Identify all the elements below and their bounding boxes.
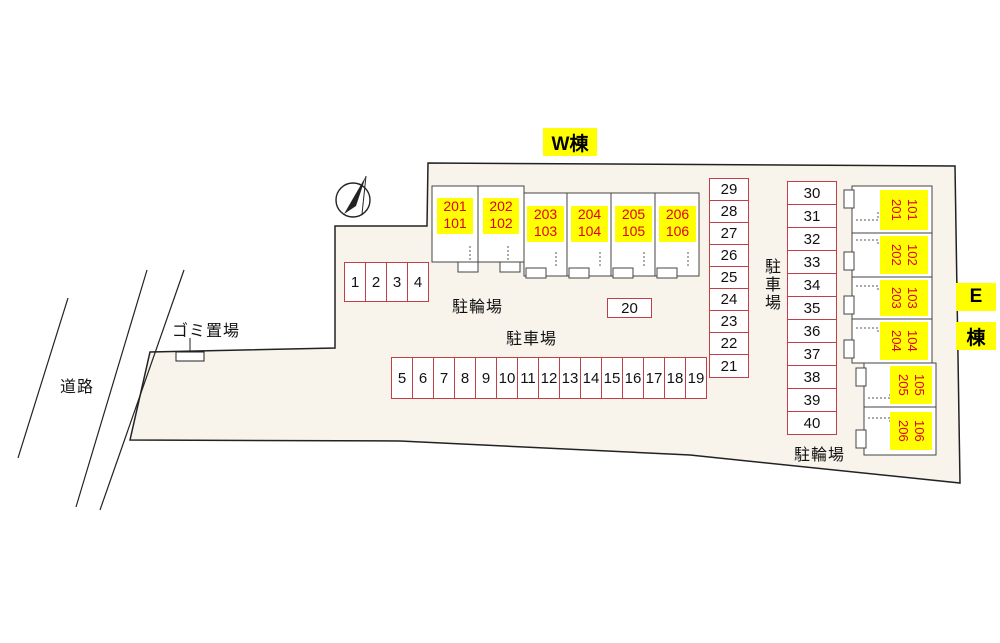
parking-space-18: 18 [664, 357, 686, 399]
road-line-mid [75, 269, 148, 508]
parking-space-20: 20 [607, 298, 652, 318]
parking-space-9: 9 [475, 357, 497, 399]
garbage-label: ゴミ置場 [172, 321, 241, 340]
parking-space-10: 10 [496, 357, 518, 399]
parking-space-15: 15 [601, 357, 623, 399]
parking-space-22: 22 [709, 332, 749, 355]
parking-space-4: 4 [407, 262, 429, 302]
parking-space-33: 33 [787, 250, 837, 274]
parking-space-29: 29 [709, 178, 749, 201]
parking-space-21: 21 [709, 354, 749, 378]
lot-area [129, 162, 961, 484]
parking-space-39: 39 [787, 388, 837, 412]
road-line-left [17, 297, 69, 459]
parking-space-24: 24 [709, 288, 749, 311]
w-building-label: W棟 [543, 128, 597, 156]
parking-space-11: 11 [517, 357, 539, 399]
parking-space-12: 12 [538, 357, 560, 399]
parking-space-7: 7 [433, 357, 455, 399]
parking-space-19: 19 [685, 357, 707, 399]
parking-space-28: 28 [709, 200, 749, 223]
e-building-label-bottom: 棟 [956, 322, 996, 350]
parking-space-2: 2 [365, 262, 387, 302]
parking-space-38: 38 [787, 365, 837, 389]
e-building-label-top: E [956, 283, 996, 311]
parking-space-25: 25 [709, 266, 749, 289]
parking-space-36: 36 [787, 319, 837, 343]
parking-space-3: 3 [386, 262, 408, 302]
parking-space-31: 31 [787, 204, 837, 228]
bike-parking-e-label: 駐輪場 [794, 445, 846, 464]
bike-parking-w-label: 駐輪場 [452, 297, 504, 316]
garbage-area-icon [175, 338, 205, 362]
parking-space-35: 35 [787, 296, 837, 320]
parking-space-8: 8 [454, 357, 476, 399]
north-compass-icon [335, 175, 371, 218]
parking-right-label: 駐車場 [762, 258, 781, 312]
parking-center-label: 駐車場 [506, 329, 558, 348]
parking-space-1: 1 [344, 262, 366, 302]
parking-space-17: 17 [643, 357, 665, 399]
parking-space-16: 16 [622, 357, 644, 399]
parking-space-27: 27 [709, 222, 749, 245]
road-line-right [99, 269, 185, 511]
parking-space-32: 32 [787, 227, 837, 251]
w-building-dashes [469, 246, 689, 268]
parking-space-23: 23 [709, 310, 749, 333]
parking-space-34: 34 [787, 273, 837, 297]
parking-space-30: 30 [787, 181, 837, 205]
parking-space-6: 6 [412, 357, 434, 399]
parking-space-26: 26 [709, 244, 749, 267]
road-label: 道路 [60, 377, 95, 396]
parking-space-14: 14 [580, 357, 602, 399]
parking-space-5: 5 [391, 357, 413, 399]
parking-space-13: 13 [559, 357, 581, 399]
parking-space-40: 40 [787, 411, 837, 435]
parking-space-37: 37 [787, 342, 837, 366]
